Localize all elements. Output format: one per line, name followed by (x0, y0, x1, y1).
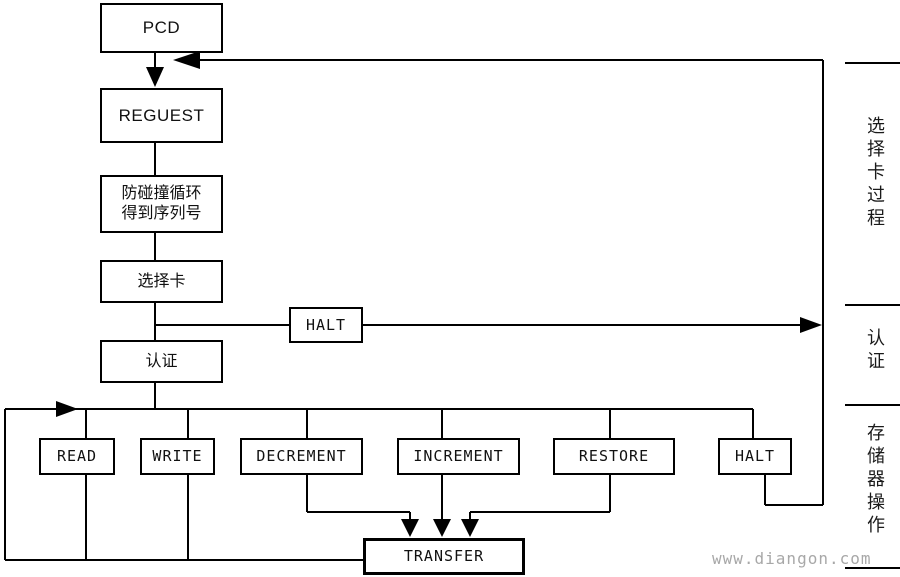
arrowhead-down-into-request (146, 67, 164, 87)
node-write-label: WRITE (152, 447, 203, 466)
arrowhead-down-decrement (401, 519, 419, 537)
node-transfer: TRANSFER (363, 538, 525, 575)
node-authenticate-label: 认证 (145, 352, 178, 370)
node-select-card-label: 选择卡 (137, 272, 186, 290)
arrowhead-left-into-pcd (173, 51, 200, 69)
node-restore: RESTORE (553, 438, 675, 475)
node-anticollision-line1: 防碰撞循环 (121, 185, 202, 202)
edge-restore-transfer (469, 409, 611, 521)
arrowhead-down-increment (433, 519, 451, 537)
node-decrement: DECREMENT (240, 438, 363, 475)
node-read: READ (39, 438, 115, 475)
node-restore-label: RESTORE (578, 447, 650, 466)
node-decrement-label: DECREMENT (256, 447, 347, 466)
node-halt-bottom: HALT (718, 438, 792, 475)
node-pcd-label: PCD (142, 18, 181, 38)
edge-select-authenticate (154, 303, 289, 340)
node-halt-mid: HALT (289, 307, 363, 343)
arrowhead-down-restore (461, 519, 479, 537)
edge-feedback-loop (200, 59, 824, 505)
node-authenticate: 认证 (100, 340, 223, 383)
edge-decrement-transfer (306, 409, 411, 521)
node-request: REGUEST (100, 88, 223, 143)
operations-bus-rail (4, 408, 754, 561)
node-halt-mid-label: HALT (305, 315, 347, 334)
section-label-select-process: 选择卡过程 (865, 116, 885, 231)
edge-haltbottom-feedback (764, 475, 823, 506)
node-anticollision: 防碰撞循环 得到序列号 (100, 175, 223, 233)
arrowhead-right-rail-start (56, 401, 78, 417)
node-transfer-label: TRANSFER (403, 547, 485, 566)
node-increment: INCREMENT (397, 438, 520, 475)
node-increment-label: INCREMENT (413, 447, 504, 466)
section-label-memory-operation: 存储器操作 (865, 423, 885, 538)
node-pcd: PCD (100, 3, 223, 53)
node-select-card: 选择卡 (100, 260, 223, 303)
node-read-label: READ (56, 447, 98, 466)
arrowhead-right-halt-feedback (800, 317, 822, 333)
section-tick-marks (845, 62, 900, 569)
watermark-text: www.diangon.com (712, 549, 872, 568)
node-write: WRITE (140, 438, 215, 475)
node-request-label: REGUEST (118, 105, 205, 125)
node-anticollision-line2: 得到序列号 (121, 205, 202, 222)
section-label-authentication: 认证 (865, 328, 885, 374)
node-halt-bottom-label: HALT (734, 447, 776, 466)
